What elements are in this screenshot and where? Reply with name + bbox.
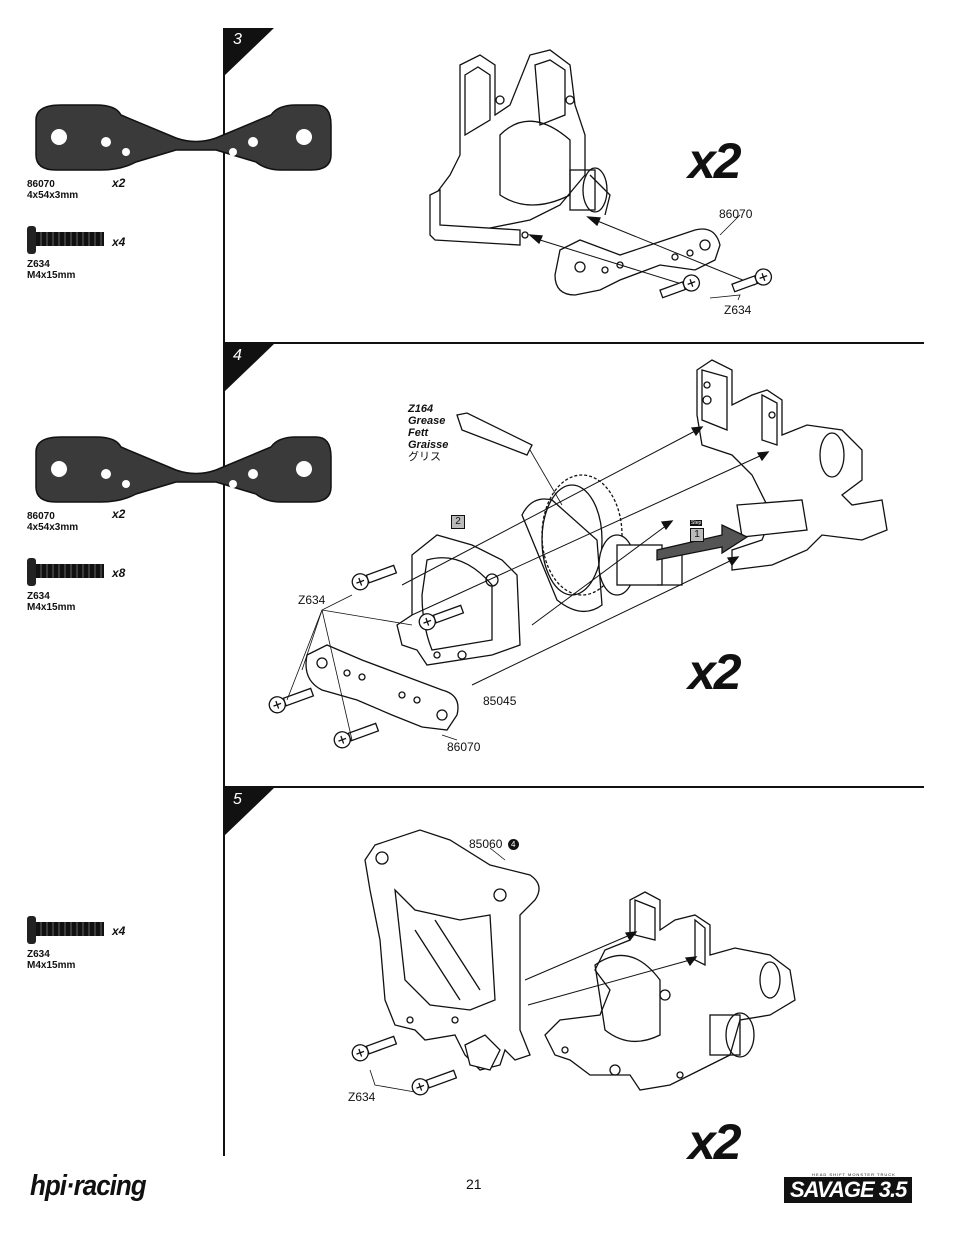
step-number: 3 — [233, 31, 242, 48]
multiplier-x2: x2 — [688, 644, 742, 700]
multiplier-x2: x2 — [688, 1114, 742, 1170]
part-size: 4x54x3mm — [27, 522, 79, 533]
step-tab-3: 3 — [224, 28, 274, 76]
part-size: M4x15mm — [27, 270, 76, 281]
part-label-z634: Z634 M4x15mm — [27, 949, 75, 971]
part-size: M4x15mm — [27, 602, 76, 613]
step-number: 4 — [233, 347, 242, 364]
part-qty: x2 — [112, 176, 126, 190]
callout-85045: 85045 — [483, 694, 517, 708]
grease-jp: グリス — [408, 451, 441, 463]
multiplier-x2: x2 — [688, 133, 742, 189]
step-tab-5: 5 — [224, 788, 274, 836]
grease-de: Fett — [408, 427, 429, 439]
hpi-racing-logo: hpi·racing — [30, 1168, 147, 1202]
grease-label: Z164 Grease Fett Graisse グリス — [408, 403, 448, 463]
grease-code: Z164 — [408, 403, 434, 415]
part-code: 86070 — [27, 511, 55, 522]
page-number: 21 — [466, 1176, 482, 1192]
column-divider — [223, 28, 225, 1156]
screw-image — [27, 226, 104, 254]
step-number: 5 — [233, 791, 242, 808]
callout-z634: Z634 — [724, 303, 752, 317]
part-code: 86070 — [27, 179, 55, 190]
part-size: M4x15mm — [27, 960, 76, 971]
logo-text: SAVAGE 3.5 — [784, 1177, 913, 1203]
part-label-z634: Z634 M4x15mm — [27, 591, 75, 613]
screw-image — [27, 916, 104, 944]
suspension-arm-mount-image — [35, 436, 332, 503]
step-4-assembly-diagram — [268, 359, 888, 749]
part-qty: x2 — [112, 507, 126, 521]
suspension-arm-mount-image — [35, 104, 332, 171]
part-qty: x8 — [112, 566, 126, 580]
part-code: Z634 — [27, 949, 50, 960]
circled-ref-badge: 4 — [507, 839, 519, 851]
part-qty: x4 — [112, 235, 126, 249]
savage-logo: HEAD SHIFT MONSTER TRUCK SAVAGE 3.5 — [784, 1172, 924, 1206]
callout-z634: Z634 — [348, 1090, 376, 1104]
step-separator-4-5 — [224, 786, 924, 788]
step-3-assembly-diagram — [429, 49, 773, 301]
callout-z634: Z634 — [298, 593, 326, 607]
part-code: Z634 — [27, 259, 50, 270]
part-label-z634: Z634 M4x15mm — [27, 259, 75, 281]
sub-step-2-badge: 2 — [451, 515, 465, 529]
grease-fr: Graisse — [408, 439, 449, 451]
step-tag: Step — [690, 520, 703, 526]
callout-text: 85060 — [469, 837, 503, 851]
callout-86070: 86070 — [447, 740, 481, 754]
step-5-assembly-diagram — [351, 829, 796, 1096]
step-tab-4: 4 — [224, 344, 274, 392]
sub-step-1-badge: 1 — [690, 528, 704, 542]
part-size: 4x54x3mm — [27, 190, 79, 201]
logo-tagline: HEAD SHIFT MONSTER TRUCK — [812, 1172, 896, 1177]
part-label-86070: 86070 4x54x3mm — [27, 511, 78, 533]
callout-85060: 85060 4 — [469, 837, 519, 851]
step-separator-3-4 — [224, 342, 924, 344]
screw-image — [27, 558, 104, 586]
part-label-86070: 86070 4x54x3mm — [27, 179, 78, 201]
part-qty: x4 — [112, 924, 126, 938]
grease-en: Grease — [408, 415, 446, 427]
callout-86070: 86070 — [719, 207, 753, 221]
part-code: Z634 — [27, 591, 50, 602]
